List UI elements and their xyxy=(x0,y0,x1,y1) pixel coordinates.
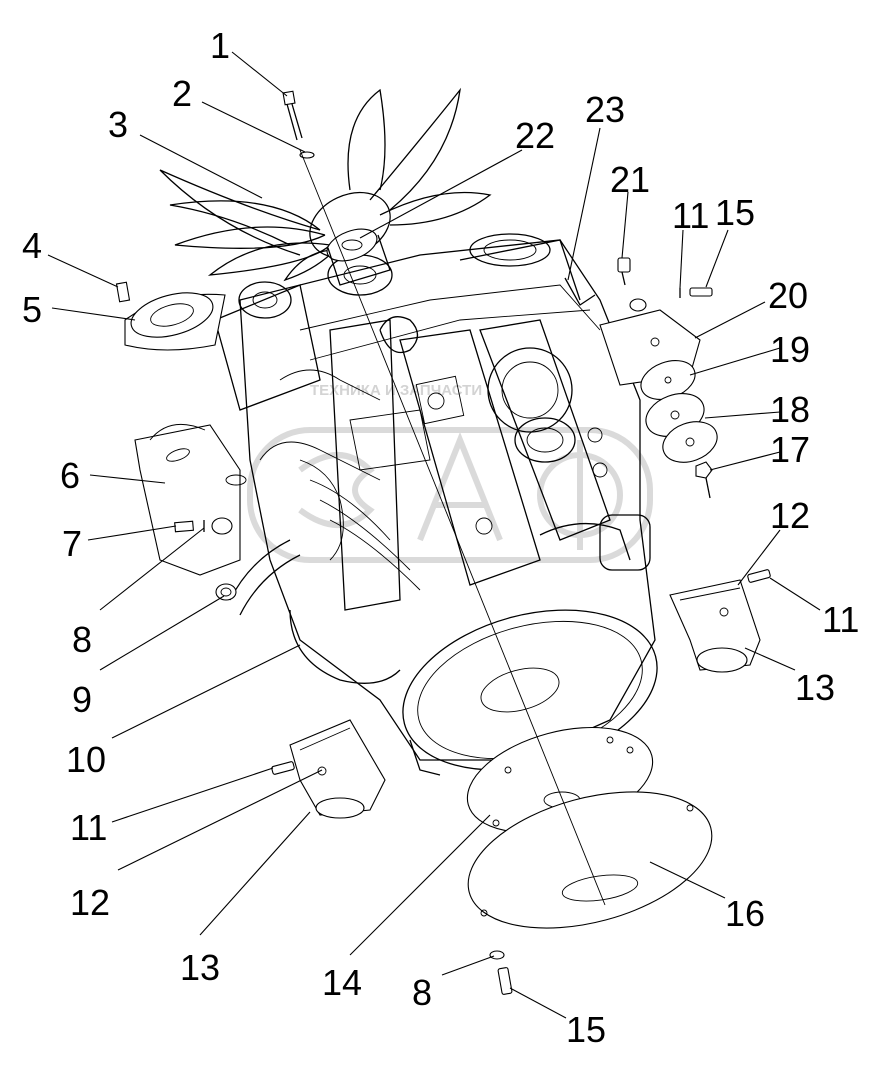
mount-part-13-right xyxy=(669,579,761,673)
callout-6: 6 xyxy=(60,455,80,496)
callout-19: 19 xyxy=(770,329,810,370)
callout-16: 16 xyxy=(725,893,765,934)
callout-18: 18 xyxy=(770,389,810,430)
callout-13-right: 13 xyxy=(795,667,835,708)
callout-7: 7 xyxy=(62,523,82,564)
washer-part-8-bottom xyxy=(489,950,505,960)
bolt-part-11-left xyxy=(271,761,295,775)
mount-part-13-left xyxy=(289,719,386,819)
bolt-part-21 xyxy=(617,257,647,312)
bolt-part-11-right xyxy=(747,569,771,583)
callout-17: 17 xyxy=(770,429,810,470)
callout-3: 3 xyxy=(108,104,128,145)
callout-10: 10 xyxy=(66,739,106,780)
callout-5: 5 xyxy=(22,289,42,330)
callout-12-right: 12 xyxy=(770,495,810,536)
callout-22: 22 xyxy=(515,115,555,156)
callout-4: 4 xyxy=(22,225,42,266)
callout-20: 20 xyxy=(768,275,808,316)
washer-part-2 xyxy=(299,151,315,159)
callout-15-top: 15 xyxy=(715,192,755,233)
flange-part-5 xyxy=(124,292,226,351)
callout-8: 8 xyxy=(72,619,92,660)
callout-11-right: 11 xyxy=(822,599,859,640)
ring-part-9 xyxy=(211,517,237,601)
watermark-logo: ТЕХНИКА И ЗАПЧАСТИ xyxy=(247,382,653,563)
callout-12-left: 12 xyxy=(70,882,110,923)
callout-1: 1 xyxy=(210,25,230,66)
callout-2: 2 xyxy=(172,73,192,114)
bolt-part-15-bottom xyxy=(497,967,513,995)
callout-8-bottom: 8 xyxy=(412,972,432,1013)
callout-21: 21 xyxy=(610,159,650,200)
callout-8-right: 11 xyxy=(672,195,709,236)
fan xyxy=(159,87,492,286)
rod-part-23 xyxy=(564,277,596,306)
leader-lines xyxy=(47,51,821,1019)
callout-15-bottom: 15 xyxy=(566,1009,606,1050)
pulley-part-18 xyxy=(645,393,718,463)
bolt-part-15-top xyxy=(689,287,713,297)
bolt-part-4 xyxy=(115,281,131,303)
callout-9: 9 xyxy=(72,679,92,720)
bolt-part-7 xyxy=(174,520,194,533)
callout-11-left: 11 xyxy=(70,807,107,848)
watermark-caption: ТЕХНИКА И ЗАПЧАСТИ xyxy=(310,382,482,399)
callout-14: 14 xyxy=(322,962,362,1003)
callout-23: 23 xyxy=(585,89,625,130)
cover-plate-part-16 xyxy=(467,791,713,929)
callout-labels: 1 2 3 4 5 6 7 8 9 10 11 12 13 14 15 16 1… xyxy=(22,25,859,1050)
nut-part-17 xyxy=(695,461,713,499)
bolt-part-1 xyxy=(282,90,303,141)
callout-13-left: 13 xyxy=(180,947,220,988)
assembly-axis xyxy=(299,149,606,906)
bracket-part-6 xyxy=(134,423,247,576)
